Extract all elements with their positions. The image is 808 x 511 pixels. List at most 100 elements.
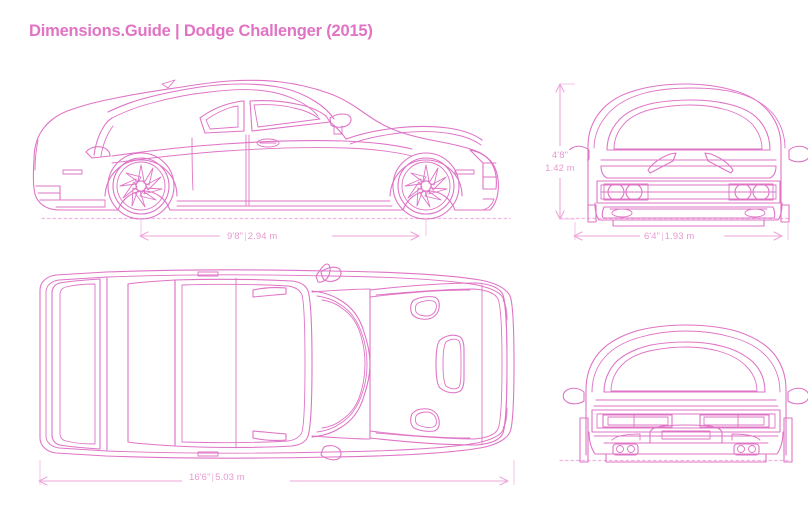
side-belt-line	[111, 140, 413, 157]
top-rear-glass	[127, 279, 176, 447]
top-windshield-inner	[316, 295, 368, 433]
side-quarter-window	[199, 100, 245, 134]
top-roof	[174, 278, 313, 449]
rear-taillight-right	[699, 414, 770, 428]
side-front-marker-light	[454, 169, 475, 175]
height-dimension-label: 4'8" 1.42 m	[533, 150, 587, 175]
side-quarter-window-inner	[205, 105, 239, 130]
top-hood-bulge-inner	[442, 338, 462, 390]
side-rear-valance	[55, 199, 106, 208]
top-fender-crease-right	[369, 430, 471, 439]
front-windshield-inner	[613, 104, 763, 150]
side-door-handle	[256, 138, 280, 148]
top-hood-bulge	[435, 334, 465, 394]
rear-valance-panel	[605, 453, 767, 463]
side-rear-spoiler	[85, 146, 111, 159]
top-trunk-lid	[51, 278, 101, 450]
rear-mirror-left	[562, 387, 585, 405]
side-rear-pillar	[93, 117, 113, 156]
side-elevation-view	[32, 79, 511, 220]
rear-license-plate-inner	[661, 430, 711, 440]
side-roof-antenna	[161, 79, 176, 89]
side-roof-inner	[111, 89, 319, 119]
side-front-bumper	[469, 149, 497, 190]
front-headlights-left	[603, 183, 649, 201]
top-hood-vent-left	[410, 296, 440, 320]
top-hood-vent-left-inner	[414, 300, 437, 317]
top-windshield-inner2	[321, 299, 366, 429]
rear-glass-inner	[610, 346, 758, 392]
rear-license-plate	[649, 424, 723, 444]
side-hood-line	[345, 125, 483, 141]
side-belt-line-lower	[111, 147, 413, 164]
top-hood-vent-right	[410, 408, 440, 432]
front-body-outline	[587, 83, 782, 214]
rear-taillight-left	[602, 414, 673, 428]
wheelbase-imperial: 9'8"	[227, 231, 244, 242]
top-hood-vent-right-inner	[414, 411, 437, 428]
front-fog-light-left	[611, 208, 633, 218]
wheelbase-dimension-label: 9'8"|2.94 m	[224, 231, 281, 242]
side-roof-line	[107, 83, 335, 120]
top-cowl-crease-right	[311, 435, 371, 440]
top-body-outline	[39, 269, 515, 459]
side-door-window	[249, 100, 331, 132]
rear-roof-inner	[591, 330, 781, 393]
front-hood	[600, 165, 777, 179]
side-hood-inner	[349, 131, 482, 146]
front-grille-inner	[600, 184, 777, 200]
height-metric: 1.42 m	[545, 162, 575, 174]
front-wiper-right	[704, 152, 734, 174]
front-fog-light-right	[744, 208, 766, 218]
rear-taillight-left-inner	[607, 416, 669, 426]
front-roof-inner	[593, 87, 786, 149]
rear-glass	[603, 341, 766, 393]
rear-mirror-right	[787, 387, 808, 405]
top-roof-inner	[181, 283, 306, 444]
width-imperial: 6'4"	[644, 231, 661, 242]
rear-taillight-band	[591, 409, 781, 433]
front-grille-band	[596, 180, 781, 204]
top-fender-crease-left	[369, 289, 471, 298]
wheelbase-dimension	[139, 220, 427, 241]
top-rear-detail-right	[197, 451, 219, 457]
top-body-inner	[45, 274, 508, 454]
side-mirror-stem	[333, 124, 343, 135]
top-trunk-lid-inner	[59, 283, 96, 445]
front-wiper-left	[647, 152, 677, 174]
side-rear-marker-light	[62, 169, 83, 175]
rear-diffuser-detail-right	[731, 433, 761, 441]
top-windshield	[311, 290, 371, 438]
front-air-dam	[612, 219, 765, 227]
front-lower-grille	[601, 206, 776, 219]
width-separator: |	[661, 231, 664, 242]
side-a-pillar	[329, 121, 347, 140]
top-bumper-detail-2	[502, 407, 508, 429]
front-tire-left	[587, 204, 597, 223]
top-bumper-detail-1	[502, 299, 508, 321]
length-dimension-label: 16'6"|5.03 m	[186, 472, 248, 483]
side-rear-wheel	[107, 152, 175, 220]
top-mirror-right	[320, 445, 342, 461]
top-hood	[369, 282, 508, 446]
rear-exhaust-right	[733, 443, 760, 456]
rear-exhaust-left	[612, 443, 639, 456]
top-mirror-left	[320, 266, 342, 282]
rear-body-outline	[585, 324, 787, 456]
front-elevation-view	[559, 83, 808, 227]
side-body-outline	[32, 79, 499, 211]
wheelbase-metric: 2.94 m	[247, 231, 278, 242]
height-dimension	[555, 83, 575, 220]
rear-taillight-band-inner	[596, 413, 776, 429]
wheelbase-separator: |	[244, 231, 247, 242]
rear-diffuser-detail-left	[611, 433, 641, 441]
side-door-shut-front	[191, 137, 194, 191]
side-front-bumper-lip	[481, 198, 495, 211]
page-title: Dimensions.Guide | Dodge Challenger (201…	[29, 22, 373, 40]
length-metric: 5.03 m	[215, 472, 245, 483]
width-metric: 1.93 m	[664, 231, 695, 242]
length-imperial: 16'6"	[189, 472, 211, 483]
side-rear-pillar-inner	[100, 125, 114, 157]
width-dimension-label: 6'4"|1.93 m	[641, 231, 698, 242]
